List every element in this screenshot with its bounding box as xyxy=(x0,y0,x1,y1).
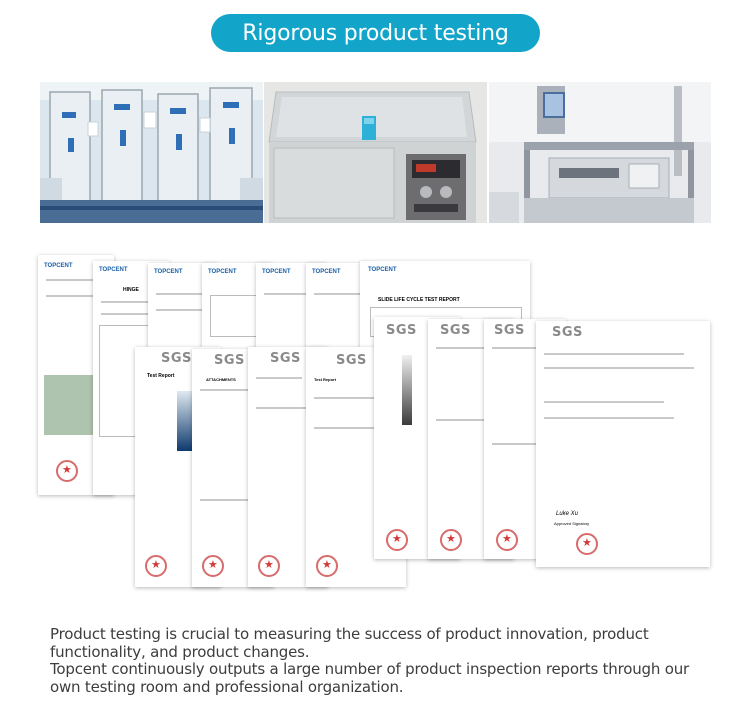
report-heading: Test Report xyxy=(147,373,175,379)
section-title: Rigorous product testing xyxy=(242,20,509,46)
sgs-report-sheet: SGS Luke Xu Approved Signatory xyxy=(536,321,710,567)
sgs-logo: SGS xyxy=(161,351,192,366)
sgs-logo: SGS xyxy=(494,323,525,338)
description-paragraph-2: Topcent continuously outputs a large num… xyxy=(50,660,689,696)
drop-test-lab-photo xyxy=(40,82,263,223)
official-seal xyxy=(496,529,518,551)
official-seal xyxy=(258,555,280,577)
sgs-logo: SGS xyxy=(386,323,417,338)
topcent-logo: TOPCENT xyxy=(312,269,341,275)
topcent-logo: TOPCENT xyxy=(99,267,128,273)
sgs-logo: SGS xyxy=(336,353,367,368)
test-report-collage: TOPCENT TOPCENT HINGE TOPCENT TOPCENT TO… xyxy=(38,255,710,595)
slide-report-title: SLIDE LIFE CYCLE TEST REPORT xyxy=(378,297,460,303)
official-seal xyxy=(576,533,598,555)
official-seal xyxy=(386,529,408,551)
attachments-heading: ATTACHMENTS xyxy=(206,377,236,382)
topcent-logo: TOPCENT xyxy=(262,269,291,275)
signature: Luke Xu xyxy=(556,511,579,517)
description-text: Product testing is crucial to measuring … xyxy=(50,625,710,696)
topcent-logo: TOPCENT xyxy=(208,269,237,275)
sgs-logo: SGS xyxy=(270,351,301,366)
sgs-logo: SGS xyxy=(214,353,245,368)
cycle-test-machine-photo xyxy=(489,82,711,223)
sgs-logo: SGS xyxy=(440,323,471,338)
official-seal xyxy=(316,555,338,577)
official-seal xyxy=(440,529,462,551)
official-seal xyxy=(56,460,78,482)
topcent-logo: TOPCENT xyxy=(44,263,73,269)
salt-spray-chamber-photo xyxy=(264,82,487,223)
sgs-logo: SGS xyxy=(552,325,583,340)
official-seal xyxy=(202,555,224,577)
approved-signatory: Approved Signatory xyxy=(554,521,590,526)
hinge-report-title: HINGE xyxy=(123,287,139,293)
topcent-logo: TOPCENT xyxy=(368,267,397,273)
description-paragraph-1: Product testing is crucial to measuring … xyxy=(50,625,649,661)
section-title-banner: Rigorous product testing xyxy=(211,14,540,52)
official-seal xyxy=(145,555,167,577)
topcent-logo: TOPCENT xyxy=(154,269,183,275)
report-heading: Test Report xyxy=(314,377,336,382)
